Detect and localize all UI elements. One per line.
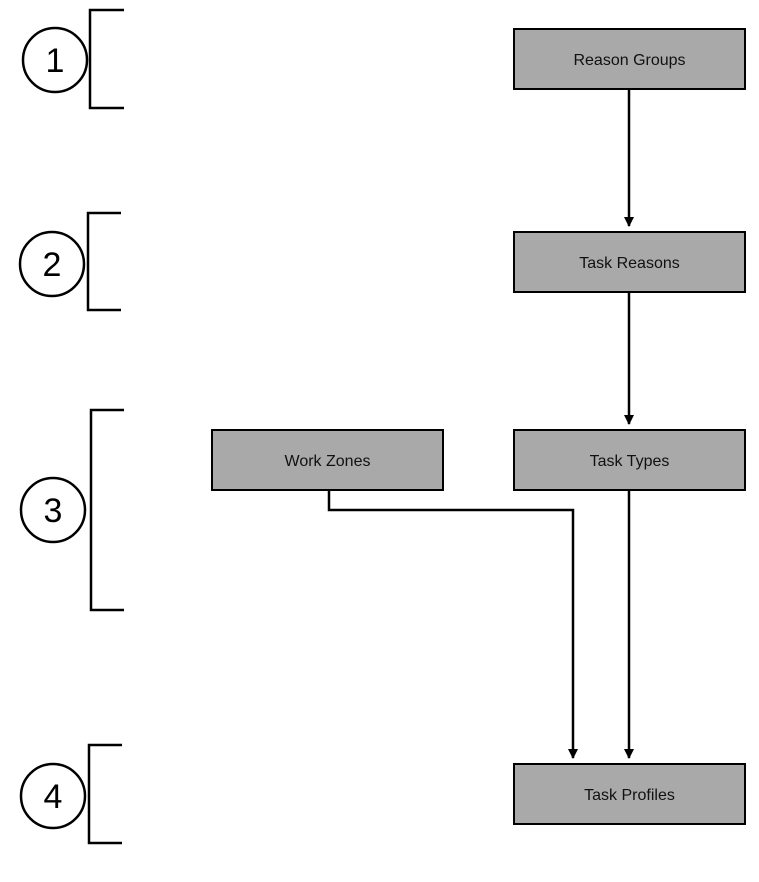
step-1-circle bbox=[21, 26, 89, 94]
step-2-circle bbox=[18, 230, 86, 298]
box-task-reasons-rect bbox=[513, 231, 746, 293]
connector-work-zones-to-task-profiles bbox=[327, 490, 578, 759]
box-task-types-rect bbox=[513, 429, 746, 491]
step-4-number: 4 bbox=[44, 778, 63, 816]
box-reason-groups-label: Reason Groups bbox=[573, 52, 685, 69]
step-2-number: 2 bbox=[43, 246, 62, 284]
box-task-profiles: Task Profiles bbox=[513, 763, 746, 825]
step-1-bracket bbox=[88, 8, 124, 110]
step-3-number: 3 bbox=[44, 492, 63, 530]
step-3-group: 3 bbox=[19, 408, 124, 612]
box-work-zones-rect bbox=[211, 429, 444, 491]
box-task-types: Task Types bbox=[513, 429, 746, 491]
box-work-zones-label: Work Zones bbox=[285, 453, 371, 470]
box-task-profiles-rect bbox=[513, 763, 746, 825]
step-3-bracket bbox=[89, 408, 124, 612]
step-4-group: 4 bbox=[19, 743, 122, 845]
box-work-zones: Work Zones bbox=[211, 429, 444, 491]
step-1-group: 1 bbox=[21, 8, 124, 110]
step-2-bracket bbox=[86, 211, 121, 312]
box-task-types-label: Task Types bbox=[590, 453, 670, 470]
box-task-reasons: Task Reasons bbox=[513, 231, 746, 293]
step-1-number: 1 bbox=[46, 42, 65, 80]
box-reason-groups: Reason Groups bbox=[513, 28, 746, 90]
step-3-circle bbox=[19, 476, 87, 544]
step-4-circle bbox=[19, 762, 87, 830]
step-2-group: 2 bbox=[18, 211, 121, 312]
box-task-reasons-label: Task Reasons bbox=[579, 255, 680, 272]
box-task-profiles-label: Task Profiles bbox=[584, 787, 675, 804]
box-reason-groups-rect bbox=[513, 28, 746, 90]
step-4-bracket bbox=[87, 743, 122, 845]
